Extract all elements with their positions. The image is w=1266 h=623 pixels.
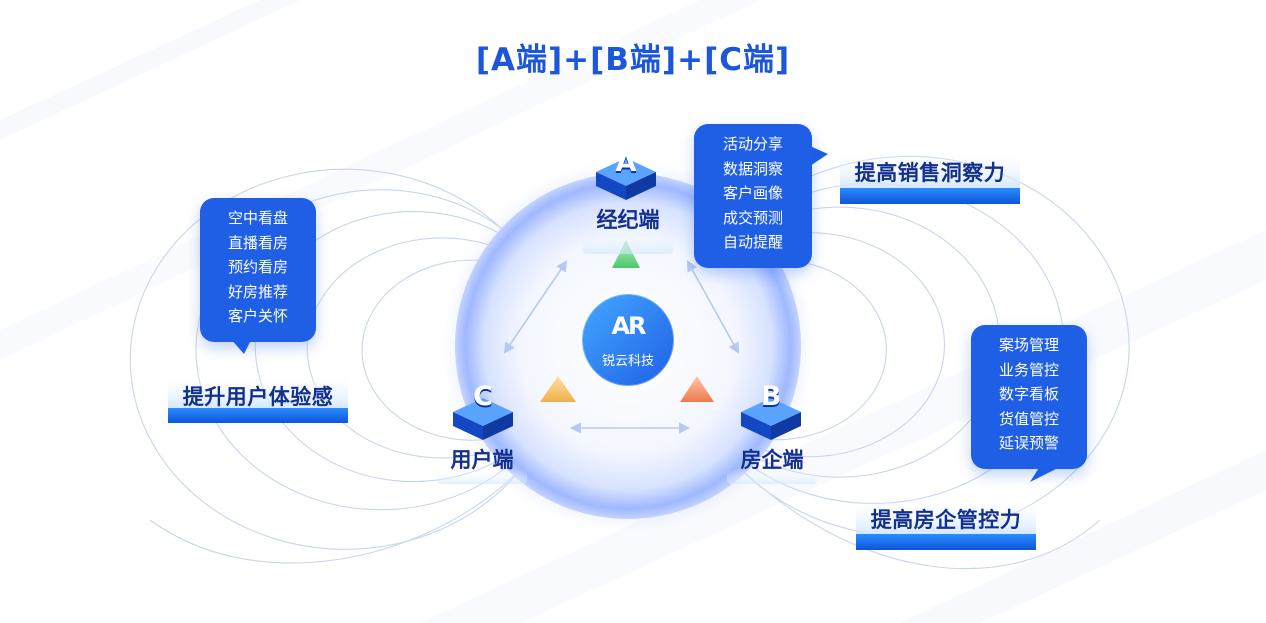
bubble-item: 好房推荐 xyxy=(227,282,288,301)
node-c-label: 用户端 xyxy=(450,448,514,472)
cube-b xyxy=(741,398,801,440)
bubble-item: 货值管控 xyxy=(998,409,1059,428)
banner-top-text: 提高销售洞察力 xyxy=(854,161,1006,185)
bubble-item: 延误预警 xyxy=(998,434,1059,452)
node-b-label: 房企端 xyxy=(740,448,804,472)
node-c-letter: C xyxy=(473,381,493,412)
bubble-right: 案场管理 业务管控 数字看板 货值管控 延误预警 xyxy=(971,325,1087,469)
node-b-plate xyxy=(727,470,817,484)
bubble-right-list: 案场管理 业务管控 数字看板 货值管控 延误预警 xyxy=(971,333,1087,456)
banner-top-base xyxy=(840,150,1020,204)
logo-brand-name: 锐云科技 xyxy=(601,354,654,369)
bubble-item: 空中看盘 xyxy=(227,209,288,227)
connection-arrows xyxy=(503,260,740,434)
bubble-item: 活动分享 xyxy=(722,135,783,153)
banner-left-text: 提升用户体验感 xyxy=(182,385,334,409)
bubble-item: 自动提醒 xyxy=(722,233,783,251)
bubble-item: 业务管控 xyxy=(998,360,1059,379)
node-c-plate xyxy=(437,470,527,484)
cube-c xyxy=(453,398,513,440)
bubble-top: 活动分享 数据洞察 客户画像 成交预测 自动提醒 xyxy=(694,124,812,268)
bubble-item: 直播看房 xyxy=(227,233,288,252)
bubble-left-list: 空中看盘 直播看房 预约看房 好房推荐 客户关怀 xyxy=(200,206,316,329)
banner-right-base xyxy=(856,498,1036,550)
node-a-label: 经纪端 xyxy=(596,208,660,232)
bubble-item: 客户画像 xyxy=(722,184,783,202)
node-a-letter: A xyxy=(615,147,637,178)
diagram-title: [A端]+[B端]+[C端] xyxy=(475,42,791,78)
bubble-item: 数据洞察 xyxy=(722,159,783,178)
banner-left-base xyxy=(168,372,348,423)
bubble-item: 案场管理 xyxy=(998,336,1059,354)
bubble-item: 客户关怀 xyxy=(227,307,288,325)
bubble-left: 空中看盘 直播看房 预约看房 好房推荐 客户关怀 xyxy=(200,198,316,342)
cube-a xyxy=(596,158,656,200)
node-b-letter: B xyxy=(760,381,782,412)
bubble-item: 数字看板 xyxy=(998,385,1059,403)
bubble-item: 成交预测 xyxy=(722,208,783,227)
bubble-left-tail xyxy=(230,338,252,354)
banner-right-text: 提高房企管控力 xyxy=(870,508,1022,532)
logo-badge xyxy=(582,294,674,386)
bubble-item: 预约看房 xyxy=(227,258,288,276)
bubble-top-list: 活动分享 数据洞察 客户画像 成交预测 自动提醒 xyxy=(694,132,812,255)
node-a-plate xyxy=(583,228,673,254)
bubble-right-tail xyxy=(1030,466,1062,482)
bubble-top-tail xyxy=(810,146,828,166)
logo-mark: AR xyxy=(611,312,646,340)
